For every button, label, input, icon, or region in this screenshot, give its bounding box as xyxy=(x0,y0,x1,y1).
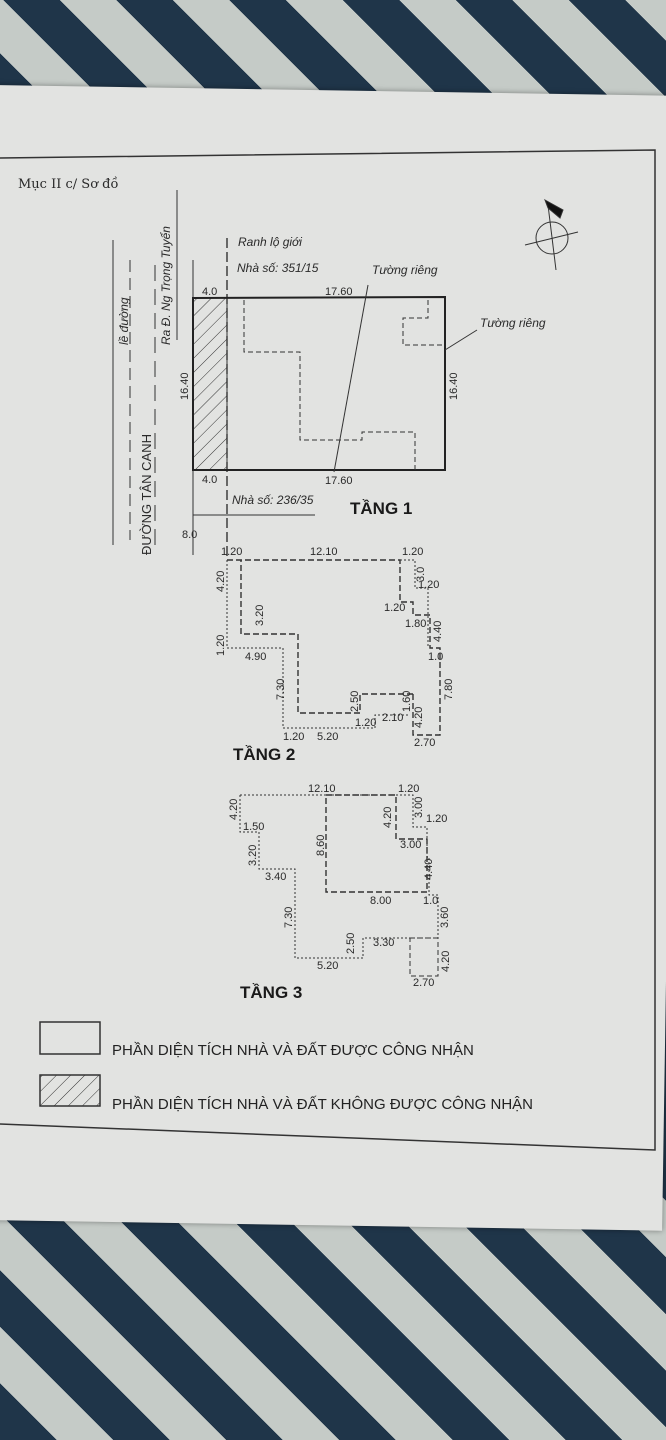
dim-label: 4.20 xyxy=(440,950,452,972)
dim-label: 8.00 xyxy=(370,895,392,907)
floor1-title: TẦNG 1 xyxy=(350,499,413,518)
dim-label: 1.20 xyxy=(418,579,440,591)
dim-label: 8.60 xyxy=(315,834,327,856)
dim-label: 2.70 xyxy=(414,737,436,749)
private-wall-label: Tường riêng xyxy=(480,316,546,330)
dim-label: 16.40 xyxy=(179,372,191,400)
dim-label: 12.10 xyxy=(308,783,336,795)
to-street-label: Ra Đ. Ng Trọng Tuyển xyxy=(159,226,173,345)
unrecognized-area-hatch xyxy=(192,297,228,471)
dim-label: 3.00 xyxy=(413,796,425,818)
dim-label: 3.20 xyxy=(254,604,266,626)
dim-label: 4.40 xyxy=(432,620,444,642)
dim-label: 8.0 xyxy=(182,529,198,541)
sidewalk-label: lề đường xyxy=(117,297,131,345)
dim-label: 3.60 xyxy=(439,906,451,928)
dim-label: 12.10 xyxy=(310,546,338,558)
dim-label: 17.60 xyxy=(325,475,353,487)
dim-label: 1.20 xyxy=(384,602,406,614)
dim-label: 5.20 xyxy=(317,960,339,972)
dim-label: 3.00 xyxy=(400,839,422,851)
section-title: Mục II c/ Sơ đồ xyxy=(18,177,119,192)
floor3-outline xyxy=(239,794,439,977)
floor2-outline xyxy=(226,559,441,736)
dim-label: 3.20 xyxy=(247,844,259,866)
dim-label: 1.20 xyxy=(426,813,448,825)
dim-label: 3.30 xyxy=(373,937,395,949)
dim-label: 16.40 xyxy=(448,372,460,400)
floor-tiles-bottom xyxy=(0,1190,666,1440)
dim-label: 2.50 xyxy=(345,932,357,954)
dim-label: 5.20 xyxy=(317,731,339,743)
dim-label: 1.60 xyxy=(401,690,413,712)
house-number-bottom: Nhà số: 236/35 xyxy=(232,493,314,507)
house-number-top: Nhà số: 351/15 xyxy=(237,261,319,275)
dim-label: 4.20 xyxy=(413,706,425,728)
dim-label: 1.20 xyxy=(215,634,227,656)
dim-label: 1.20 xyxy=(355,717,377,729)
dim-label: 1.0 xyxy=(428,651,444,663)
boundary-label: Ranh lộ giới xyxy=(238,235,302,249)
legend-unrecognized-label: PHẦN DIỆN TÍCH NHÀ VÀ ĐẤT KHÔNG ĐƯỢC CÔN… xyxy=(112,1096,533,1113)
dim-label: 1.20 xyxy=(221,546,243,558)
dim-label: 4.20 xyxy=(382,806,394,828)
dim-label: 1.20 xyxy=(398,783,420,795)
dim-label: 17.60 xyxy=(325,286,353,298)
private-wall-label: Tường riêng xyxy=(372,263,438,277)
dim-label: 7.80 xyxy=(443,678,455,700)
legend-recognized-label: PHẦN DIỆN TÍCH NHÀ VÀ ĐẤT ĐƯỢC CÔNG NHẬN xyxy=(112,1042,474,1059)
north-arrow-icon xyxy=(524,198,579,271)
dim-label: 2.10 xyxy=(382,712,404,724)
street-name: ĐƯỜNG TÂN CANH xyxy=(139,434,154,555)
floor2-title: TẦNG 2 xyxy=(233,745,296,764)
dim-label: 7.30 xyxy=(275,678,287,700)
dim-label: 1.0 xyxy=(423,895,439,907)
dim-label: 4.0 xyxy=(202,474,218,486)
page-frame xyxy=(0,149,656,1151)
dim-label: 7.30 xyxy=(283,906,295,928)
dim-label: 4.0 xyxy=(202,286,218,298)
dim-label: 4.90 xyxy=(245,651,267,663)
dim-label: 2.70 xyxy=(413,977,435,989)
floor1-outline xyxy=(192,295,446,471)
dim-label: 3.40 xyxy=(265,871,287,883)
dim-label: 2.50 xyxy=(349,690,361,712)
dim-label: 4.20 xyxy=(215,570,227,592)
dim-label: 1.20 xyxy=(283,731,305,743)
floor3-title: TẦNG 3 xyxy=(240,983,303,1002)
dim-label: 1.50 xyxy=(243,821,265,833)
legend-box-recognized xyxy=(39,1021,101,1055)
legend-box-unrecognized xyxy=(39,1074,101,1107)
dim-label: 4.40 xyxy=(423,858,435,880)
dim-label: 1.20 xyxy=(402,546,424,558)
dim-label: 4.20 xyxy=(228,798,240,820)
dim-label: 1.80 xyxy=(405,618,427,630)
